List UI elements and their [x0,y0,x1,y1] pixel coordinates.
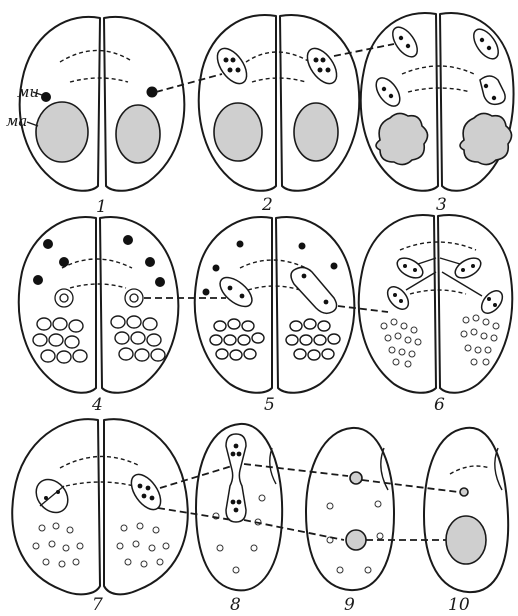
stage-9-cell [306,428,394,590]
stage-4-pair [19,217,179,393]
cell-left-5 [195,217,272,393]
micronucleus-left-1 [41,92,51,102]
stage-number-5: 5 [264,395,275,415]
label-micronucleus: ми [17,83,39,101]
macronucleus-left-3 [376,113,428,164]
stage-number-7: 7 [92,595,103,615]
macronucleus-right-1 [116,105,160,163]
macronucleus-right-3 [460,113,512,164]
cell-right-1 [104,17,184,191]
micronucleus-right-1 [147,87,158,98]
stage-number-1: 1 [96,197,107,217]
stage-number-6: 6 [434,395,445,415]
macronucleus-10 [446,516,486,564]
stage-1-pair [20,17,185,191]
micronucleus-9 [350,472,362,484]
macronucleus-right-2 [294,103,338,161]
stage-8-cell [196,424,282,590]
stage-number-2: 2 [261,195,273,215]
stage-3-pair [361,13,514,191]
micronucleus-10 [460,488,468,496]
stage-2-pair [199,15,359,191]
stage-7-pair [12,419,188,594]
label-macronucleus: ма [6,112,27,130]
cell-9 [306,428,394,590]
cell-10 [424,428,508,592]
stage-6-pair [359,215,512,393]
macronucleus-left-2 [214,103,262,161]
stage-number-4: 4 [91,395,103,415]
stage-10-cell [424,428,508,592]
macronucleus-left-1 [36,102,88,162]
stage-number-3: 3 [436,195,447,215]
stage-number-8: 8 [230,595,241,615]
stage-number-10: 10 [448,595,470,615]
stage-number-9: 9 [344,595,355,615]
stage-5-pair [195,217,355,393]
macronucleus-anlage-9 [346,530,366,550]
